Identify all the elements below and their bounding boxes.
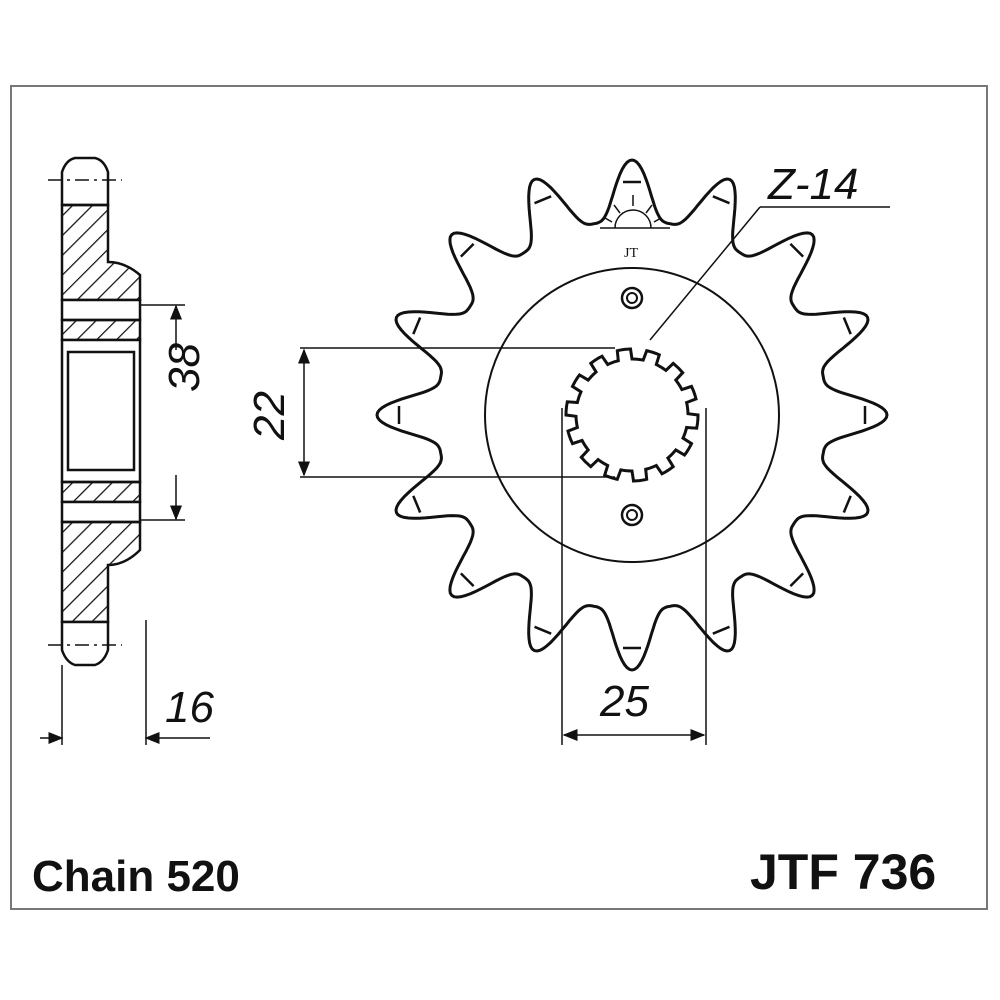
svg-text:JT: JT: [624, 246, 638, 261]
tooth-tip-mark: [534, 625, 552, 635]
tooth-tip-mark: [842, 317, 852, 335]
jt-logo: JT: [600, 195, 670, 261]
spline-bore: [564, 347, 700, 483]
part-number: JTF 736: [750, 844, 937, 900]
tooth-tip-mark: [459, 242, 475, 258]
dim-thickness-16: 16: [165, 683, 214, 732]
dim-spline-width-25: 25: [600, 677, 649, 726]
dim-spline-22: 22: [245, 391, 294, 440]
dim-bore-38: 38: [160, 343, 209, 392]
chain-size: Chain 520: [32, 852, 240, 901]
tooth-tip-mark: [789, 242, 805, 258]
tooth-tip-mark: [459, 572, 475, 588]
tooth-tip-mark: [712, 195, 730, 205]
tooth-tip-mark: [412, 317, 422, 335]
sprocket-teeth-outline: [375, 158, 889, 672]
side-section-view: [40, 156, 210, 745]
drawing-frame: [10, 85, 988, 910]
bolt-hole-top: [620, 286, 644, 310]
tooth-tip-markers: [397, 180, 867, 650]
bolt-hole-bottom: [620, 503, 644, 527]
tooth-count-label: Z-14: [768, 160, 859, 209]
tooth-tip-mark: [412, 495, 422, 513]
tooth-tip-mark: [842, 495, 852, 513]
tooth-tip-mark: [789, 572, 805, 588]
tooth-tip-mark: [712, 625, 730, 635]
sprocket-front-view: JT: [298, 158, 890, 745]
tooth-tip-mark: [534, 195, 552, 205]
